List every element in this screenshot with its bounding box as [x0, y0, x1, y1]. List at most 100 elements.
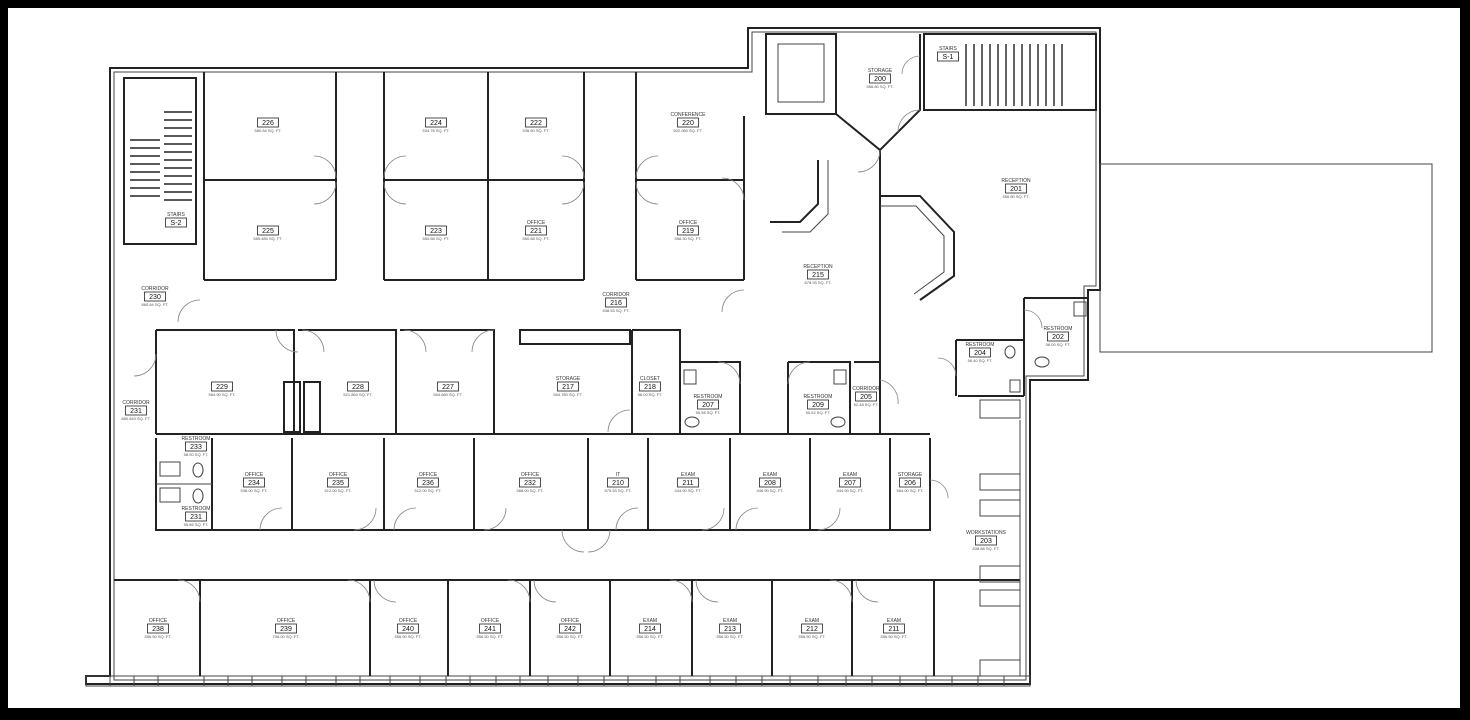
room-area: 55.86 SQ. FT. [184, 522, 209, 527]
room-area: 556.50 SQ. FT. [145, 634, 172, 639]
room-number-box [557, 381, 579, 392]
room-number: 242 [564, 626, 576, 633]
room-number: 222 [530, 120, 542, 127]
room-name: CLOSET [640, 376, 660, 382]
room-number-box [185, 511, 207, 522]
room-area: 556.50 SQ. FT. [717, 634, 744, 639]
room-number-box [899, 477, 921, 488]
room-name: RESTROOM [182, 436, 211, 442]
room-number-box [147, 623, 169, 634]
room-number: 225 [262, 228, 274, 235]
room-area: 536.00 SQ. FT. [241, 488, 268, 493]
room-number: 215 [812, 272, 824, 279]
room-area: 446.90 SQ. FT. [757, 488, 784, 493]
room-number: 217 [562, 384, 574, 391]
room-area: 558.30 SQ. FT. [675, 236, 702, 241]
room-number: 203 [980, 538, 992, 545]
room-number-box [185, 441, 207, 452]
room-number: 226 [262, 120, 274, 127]
room-number: 231 [190, 514, 202, 521]
room-number: 204 [974, 350, 986, 357]
room-name: STORAGE [556, 376, 581, 382]
room-name: RECEPTION [1001, 178, 1031, 184]
room-number: 220 [682, 120, 694, 127]
room-number: 207 [844, 480, 856, 487]
room-number: 208 [764, 480, 776, 487]
room-number: 211 [682, 480, 693, 487]
room-area: 880.840 SQ. FT. [121, 416, 150, 421]
room-number-box [937, 51, 959, 62]
room-name: CORRIDOR [602, 292, 630, 298]
room-number: 212 [806, 626, 818, 633]
room-number-box [807, 269, 829, 280]
room-name: RESTROOM [804, 394, 833, 400]
room-number: 224 [430, 120, 442, 127]
room-number: 230 [149, 294, 161, 301]
room-number-box [165, 217, 187, 228]
room-area: 550.68 SQ. FT. [523, 236, 550, 241]
room-number-box [697, 399, 719, 410]
room-area: 556.50 SQ. FT. [477, 634, 504, 639]
room-name: OFFICE [329, 472, 348, 478]
room-number-box [719, 623, 741, 634]
room-area: 575.53 SQ. FT. [605, 488, 632, 493]
room-number-box [257, 117, 279, 128]
room-number-box [425, 117, 447, 128]
room-number: 236 [422, 480, 434, 487]
room-area: 444.90 SQ. FT. [837, 488, 864, 493]
room-area: 512.00 SQ. FT. [325, 488, 352, 493]
room-area: 564.680 SQ. FT. [433, 392, 462, 397]
room-name: WORKSTATIONS [966, 530, 1006, 536]
room-name: RESTROOM [966, 342, 995, 348]
room-number: 211 [888, 626, 899, 633]
room-area: 56.40 SQ. FT. [968, 358, 993, 363]
room-area: 564.00 SQ. FT. [897, 488, 924, 493]
room-name: OFFICE [277, 618, 296, 624]
room-number: 200 [874, 76, 886, 83]
room-area: 838.88 SQ. FT. [973, 546, 1000, 551]
room-number: 214 [644, 626, 656, 633]
canopy-outline [1099, 163, 1433, 353]
room-number-box [801, 623, 823, 634]
room-number-box [969, 347, 991, 358]
room-number: 232 [524, 480, 536, 487]
room-number: 231 [130, 408, 142, 415]
room-number-box [525, 117, 547, 128]
room-area: 556.50 SQ. FT. [799, 634, 826, 639]
room-number: 233 [190, 444, 202, 451]
elevator-shaft [765, 33, 837, 115]
room-area: 556.80 SQ. FT. [867, 84, 894, 89]
room-number: 229 [216, 384, 228, 391]
room-number-box [479, 623, 501, 634]
room-number: 235 [332, 480, 344, 487]
room-number-box [677, 225, 699, 236]
room-name: OFFICE [481, 618, 500, 624]
room-number-box [144, 291, 166, 302]
room-number: 238 [152, 626, 164, 633]
room-number-box [639, 381, 661, 392]
room-number-box [397, 623, 419, 634]
room-number-box [677, 477, 699, 488]
room-area: 568.00 SQ. FT. [517, 488, 544, 493]
room-name: EXAM [843, 472, 857, 478]
